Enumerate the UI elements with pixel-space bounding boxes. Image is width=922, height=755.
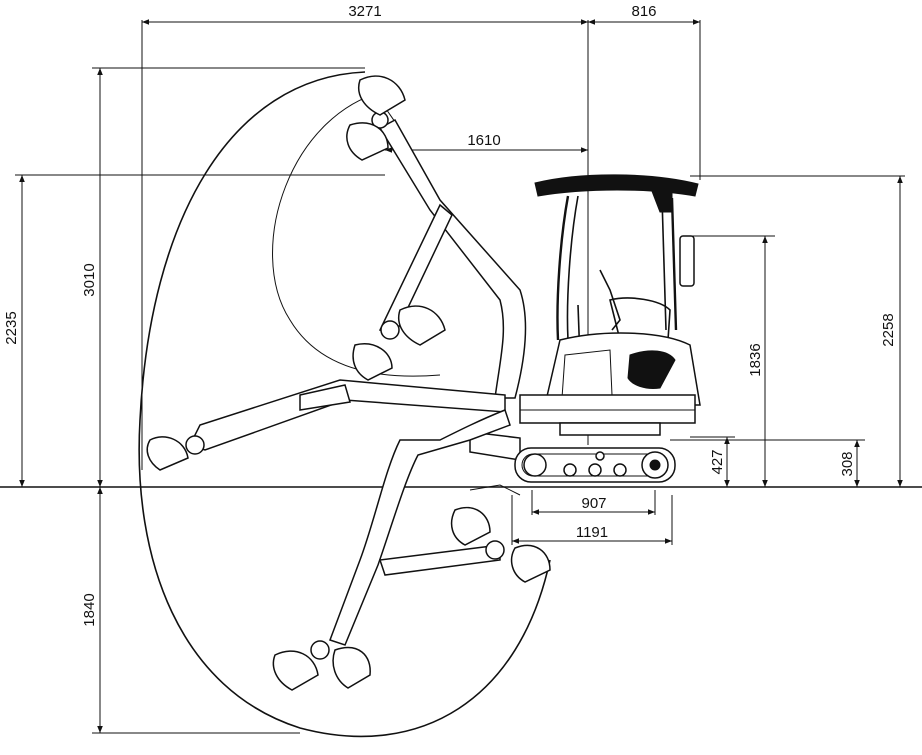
dimension-labels: 3271 816 1610 2235 3010 1840 2258 1836 4… — [3, 3, 897, 627]
engine-hood — [544, 332, 701, 406]
label-tail-swing: 816 — [631, 3, 656, 20]
label-max-reach: 3271 — [348, 3, 381, 20]
label-dump-height: 2235 — [3, 311, 20, 344]
label-blade-lift: 427 — [709, 449, 726, 474]
label-undercarriage-length: 1191 — [576, 524, 608, 541]
label-min-swing-radius: 1610 — [467, 132, 500, 149]
canopy-roof — [534, 174, 699, 197]
extension-lines — [15, 20, 905, 734]
label-dig-depth: 1840 — [81, 593, 98, 626]
label-upper-height: 1836 — [747, 343, 764, 376]
boom-positions — [146, 75, 551, 691]
label-track-length: 907 — [581, 495, 606, 512]
excavator-body — [469, 174, 701, 483]
label-overall-height: 2258 — [880, 313, 897, 346]
dimension-lines — [19, 19, 903, 733]
label-blade-depth: 308 — [839, 451, 856, 476]
label-dig-height: 3010 — [81, 263, 98, 296]
